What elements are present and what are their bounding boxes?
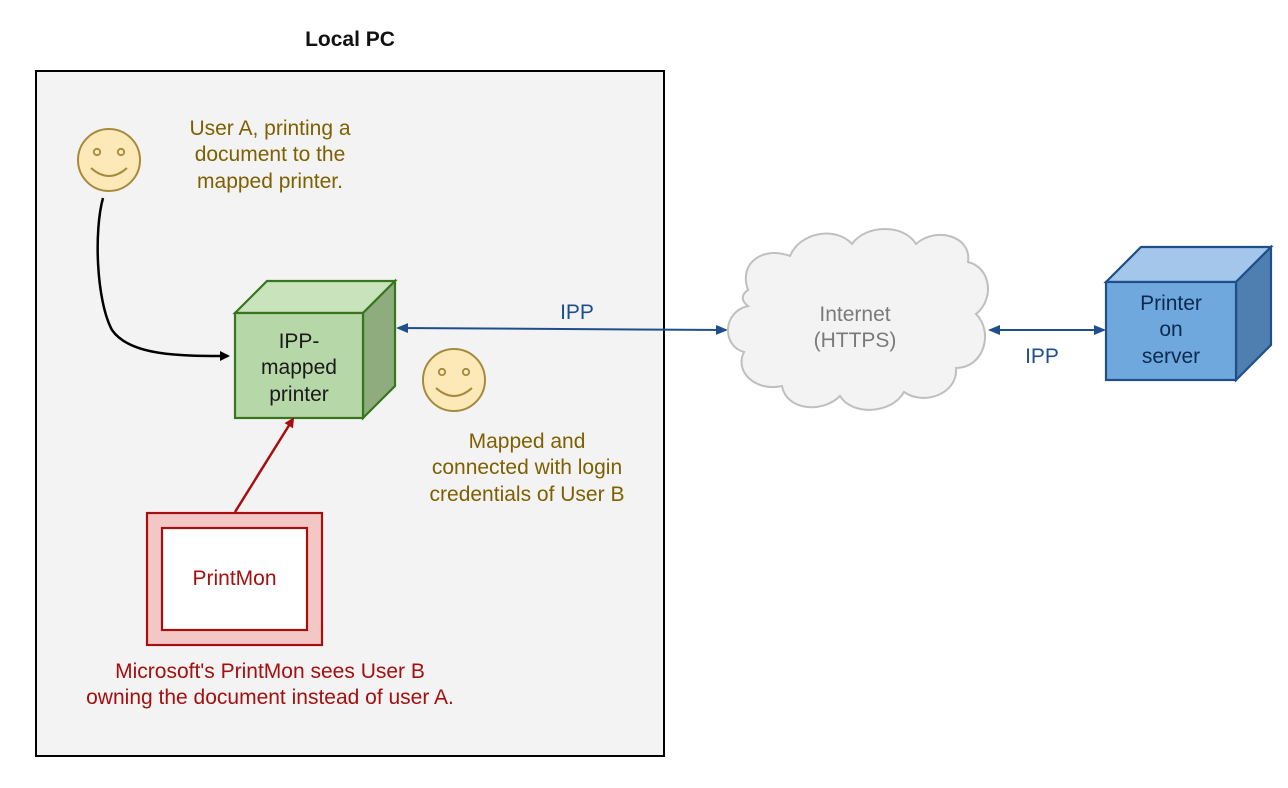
ipp-mapped-printer-cube	[232, 278, 398, 421]
ipp-printer-label: IPP- mapped printer	[235, 329, 363, 408]
server-printer-label-line: on	[1159, 318, 1183, 342]
user-a-print-arrow	[96, 197, 230, 361]
internet-label-line: (HTTPS)	[813, 329, 897, 353]
printmon-caption: Microsoft's PrintMon sees User B owning …	[60, 659, 480, 712]
user-a-caption-line: User A, printing a	[189, 117, 351, 140]
server-printer-label: Printer on server	[1106, 291, 1236, 370]
server-printer-label-line: server	[1141, 344, 1201, 368]
printmon-caption-line: Microsoft's PrintMon sees User B	[115, 660, 425, 683]
user-b-smiley-icon	[422, 348, 486, 412]
user-b-caption-line: connected with login	[431, 456, 623, 480]
server-printer-cube	[1103, 244, 1274, 383]
user-a-smiley-icon	[77, 128, 141, 192]
user-b-caption-line: Mapped and	[468, 430, 586, 453]
printmon-arrow	[233, 417, 295, 513]
user-a-caption: User A, printing a document to the mappe…	[150, 116, 390, 195]
printmon-label: PrintMon	[192, 567, 277, 590]
ipp-printer-label-line: mapped	[261, 356, 337, 380]
user-a-caption-line: document to the	[194, 143, 346, 167]
user-b-caption: Mapped and connected with login credenti…	[402, 429, 652, 508]
local-pc-title: Local PC	[305, 28, 395, 51]
user-a-caption-line: mapped printer.	[197, 169, 343, 193]
printmon-box	[145, 511, 324, 647]
ipp-printer-label-line: IPP-	[278, 330, 320, 353]
internet-label: Internet (HTTPS)	[790, 302, 920, 355]
ipp-link-local	[396, 323, 728, 335]
internet-cloud-icon	[727, 228, 989, 411]
ipp-link-local-label: IPP	[560, 301, 594, 324]
server-printer-label-line: Printer	[1140, 292, 1202, 315]
printmon-caption-line: owning the document instead of user A.	[86, 686, 454, 710]
ipp-printer-label-line: printer	[269, 382, 329, 406]
internet-label-line: Internet	[819, 303, 891, 326]
ipp-link-server-label: IPP	[1025, 345, 1059, 368]
user-b-caption-line: credentials of User B	[429, 482, 625, 506]
